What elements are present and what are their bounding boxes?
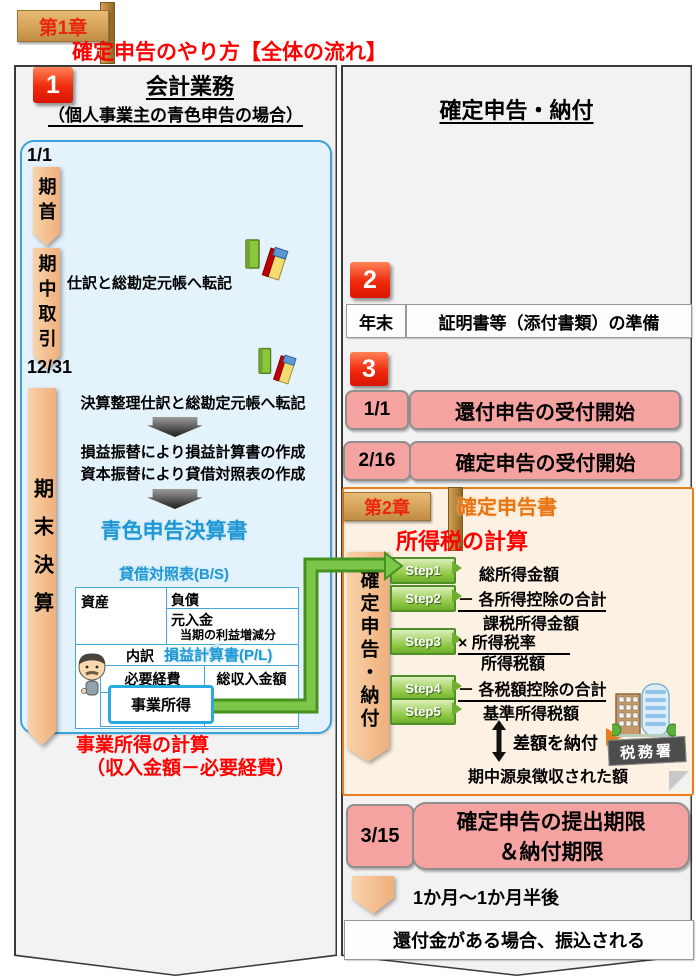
bs-assets-label: 資産 — [81, 594, 109, 610]
step3-box: Step3 — [390, 628, 456, 655]
bs-liabilities-cell: 負債 — [166, 588, 298, 609]
pl-revenue-cell: 総収入金額 — [216, 671, 287, 687]
step2-arrow-icon — [452, 589, 462, 603]
bs-table-title: 貸借対照表(B/S) — [119, 565, 229, 583]
bs-capital-label: 元入金 — [171, 612, 213, 628]
step1-formula: 総所得金額 — [479, 567, 560, 584]
refund-note-box: 還付金がある場合、振込される — [344, 920, 694, 960]
page-title: 確定申告のやり方【全体の流れ】 — [72, 41, 387, 64]
filing-start-date: 2/16 — [343, 441, 411, 481]
step2-result: 課税所得金額 — [483, 616, 580, 633]
right-panel-title: 確定申告・納付 — [439, 98, 594, 123]
pl-table-title: 損益計算書(P/L) — [164, 647, 273, 664]
step3-arrow-icon — [452, 632, 462, 646]
task-journal-posting: 仕訳と総勘定元帳へ転記 — [67, 275, 233, 292]
income-calc-line2: （収入金額－必要経費） — [86, 758, 296, 779]
deadline-line1: 確定申告の提出期限 — [456, 811, 646, 834]
bs-assets-cell: 資産 — [76, 588, 167, 645]
step1-box: Step1 — [390, 557, 456, 584]
timeline-end-date: 12/31 — [27, 357, 73, 377]
timeline-start-date: 1/1 — [27, 145, 53, 165]
yearend-task-box: 証明書等（添付書類）の準備 — [406, 304, 692, 338]
task-closing-posting: 決算整理仕訳と総勘定元帳へ転記 — [80, 394, 306, 412]
step5-formula: 基準所得税額 — [483, 706, 580, 723]
wait-arrow — [352, 876, 394, 914]
task-pl-creation: 損益振替により損益計算書の作成 — [80, 443, 306, 461]
pl-breakdown-label: 内訳 — [126, 648, 154, 664]
withholding-note: 期中源泉徴収された額 — [468, 769, 629, 786]
pipe-arrowhead — [384, 551, 404, 581]
period-mid-label: 期中取引 — [36, 253, 57, 354]
refund-start-label: 還付申告の受付開始 — [409, 390, 681, 430]
deadline-line2: ＆納付期限 — [498, 841, 604, 864]
period-end-banner: 期末決算 — [28, 388, 56, 746]
yearend-date-box: 年末 — [346, 304, 406, 338]
business-income-box: 事業所得 — [108, 685, 214, 724]
after-note: 1か月～1か月半後 — [413, 888, 560, 908]
filing-start-label: 確定申告の受付開始 — [409, 441, 682, 481]
refund-start-date: 1/1 — [345, 390, 409, 430]
step4-arrow-icon — [452, 679, 462, 693]
yearend-badge: 2 — [350, 262, 390, 298]
chapter2-sign-label: 第2章 — [363, 497, 410, 518]
left-panel-badge: 1 — [33, 67, 73, 103]
blue-return-title: 青色申告決算書 — [100, 520, 248, 543]
step3-result: 所得税額 — [481, 656, 546, 673]
filing-payment-banner-label: 確定申告・納付 — [357, 569, 379, 731]
tax-office-building-icon — [612, 678, 676, 742]
period-start-label: 期首 — [36, 176, 57, 227]
deadline-label-box: 確定申告の提出期限 ＆納付期限 — [412, 802, 690, 870]
pl-expenses-cell: 必要経費 — [124, 671, 181, 687]
left-panel-subtitle: （個人事業主の青色申告の場合） — [48, 105, 303, 125]
step1-arrow-icon — [452, 561, 462, 575]
chapter1-sign: 第1章 — [17, 10, 109, 42]
step5-arrow-icon — [452, 702, 462, 716]
step2-formula: － 各所得控除の合計 — [458, 586, 607, 612]
income-calc-line1: 事業所得の計算 — [76, 735, 210, 756]
income-tax-calc-title: 所得税の計算 — [396, 529, 529, 554]
ledger-books-icon — [252, 346, 298, 390]
tax-return-form-title: 確定申告書 — [457, 497, 557, 519]
payment-note: 差額を納付 — [513, 734, 598, 753]
filing-badge: 3 — [350, 352, 388, 386]
chapter1-sign-label: 第1章 — [38, 17, 88, 39]
step2-box: Step2 — [390, 585, 456, 612]
fold-corner-icon — [669, 771, 689, 791]
signpost-pole — [448, 487, 463, 551]
step2-formula-text: － 各所得控除の合計 — [458, 592, 607, 612]
step5-box: Step5 — [390, 698, 456, 725]
bs-profit-note: 当期の利益増減分 — [180, 628, 277, 642]
period-mid-banner: 期中取引 — [33, 248, 60, 369]
step3-formula-text: × 所得税率 — [458, 635, 570, 655]
period-end-label: 期末決算 — [30, 478, 53, 630]
left-panel-title: 会計業務 — [145, 74, 234, 99]
tax-office-label: 税務署 — [607, 735, 687, 767]
person-icon — [72, 650, 112, 700]
ledger-books-icon — [238, 238, 290, 286]
difference-arrow-icon — [492, 720, 506, 762]
bs-capital-cell: 元入金 当期の利益増減分 — [166, 609, 298, 645]
step3-formula: × 所得税率 — [458, 629, 570, 655]
deadline-date-box: 3/15 — [346, 804, 414, 868]
task-bs-creation: 資本振替により貸借対照表の作成 — [80, 465, 306, 483]
step4-formula-text: － 各税額控除の合計 — [458, 682, 607, 702]
step4-formula: － 各税額控除の合計 — [458, 676, 607, 702]
bs-liabilities-label: 負債 — [171, 592, 199, 608]
filing-payment-banner: 確定申告・納付 — [347, 552, 389, 762]
chapter2-sign: 第2章 — [343, 492, 431, 521]
period-start-banner: 期首 — [33, 167, 60, 246]
